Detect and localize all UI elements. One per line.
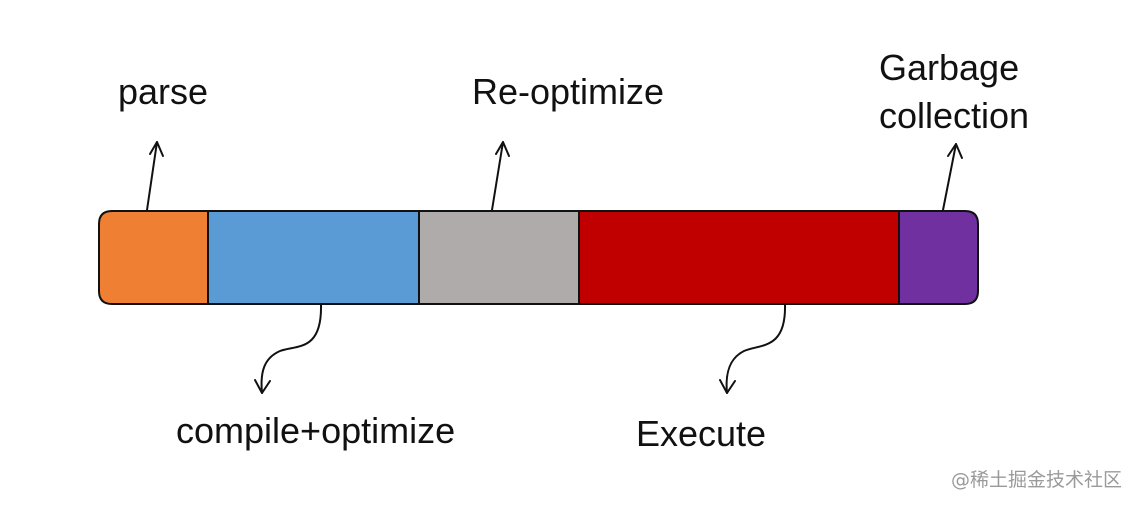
arrow-garbage-collection xyxy=(942,143,963,211)
segment-compile-optimize xyxy=(207,210,420,305)
segment-garbage-collection xyxy=(898,210,979,305)
label-re-optimize: Re-optimize xyxy=(472,71,664,112)
arrow-re-optimize xyxy=(491,141,510,211)
label-garbage-collection: Garbage collection xyxy=(879,47,1029,136)
label-compile-optimize: compile+optimize xyxy=(176,410,455,451)
arrow-parse xyxy=(146,141,164,211)
arrow-compile-optimize xyxy=(254,304,323,394)
segment-execute xyxy=(578,210,900,305)
label-garbage-collection-line-2: collection xyxy=(879,95,1029,136)
watermark: @稀土掘金技术社区 xyxy=(951,469,1122,491)
pipeline-bar xyxy=(98,210,979,305)
segment-re-optimize xyxy=(418,210,580,305)
label-parse: parse xyxy=(118,71,208,112)
segment-parse xyxy=(98,210,209,305)
label-execute: Execute xyxy=(636,413,766,454)
label-garbage-collection-line-1: Garbage xyxy=(879,47,1019,88)
arrow-execute xyxy=(719,304,787,394)
